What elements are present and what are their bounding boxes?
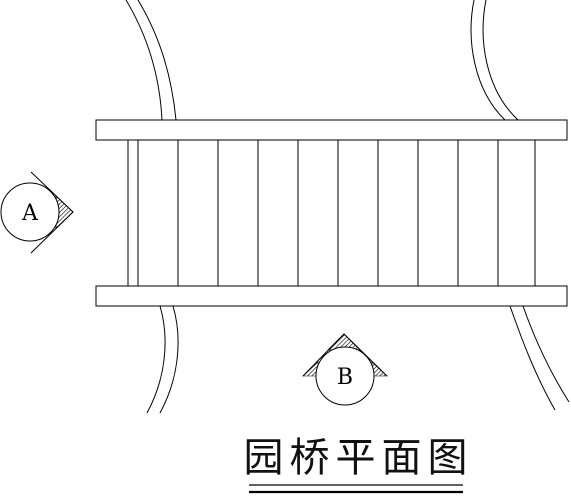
- section-mark-b: B: [302, 333, 388, 406]
- bridge-deck: [95, 119, 568, 307]
- right-riverbank: [470, 0, 570, 411]
- section-mark-b-circle: [315, 346, 375, 406]
- section-mark-a: A: [0, 171, 74, 254]
- top-railing-beam: [95, 119, 568, 141]
- section-mark-a-circle: [0, 182, 60, 242]
- section-mark-a-label: A: [21, 201, 39, 226]
- drawing-title-text: 园桥平面图: [243, 435, 474, 481]
- bottom-railing-beam: [95, 285, 568, 307]
- deck-planks: [127, 140, 536, 286]
- section-mark-b-label: B: [337, 365, 353, 390]
- left-riverbank: [125, 0, 179, 414]
- title-underline: [249, 484, 463, 494]
- drawing-title: 园桥平面图: [0, 425, 571, 483]
